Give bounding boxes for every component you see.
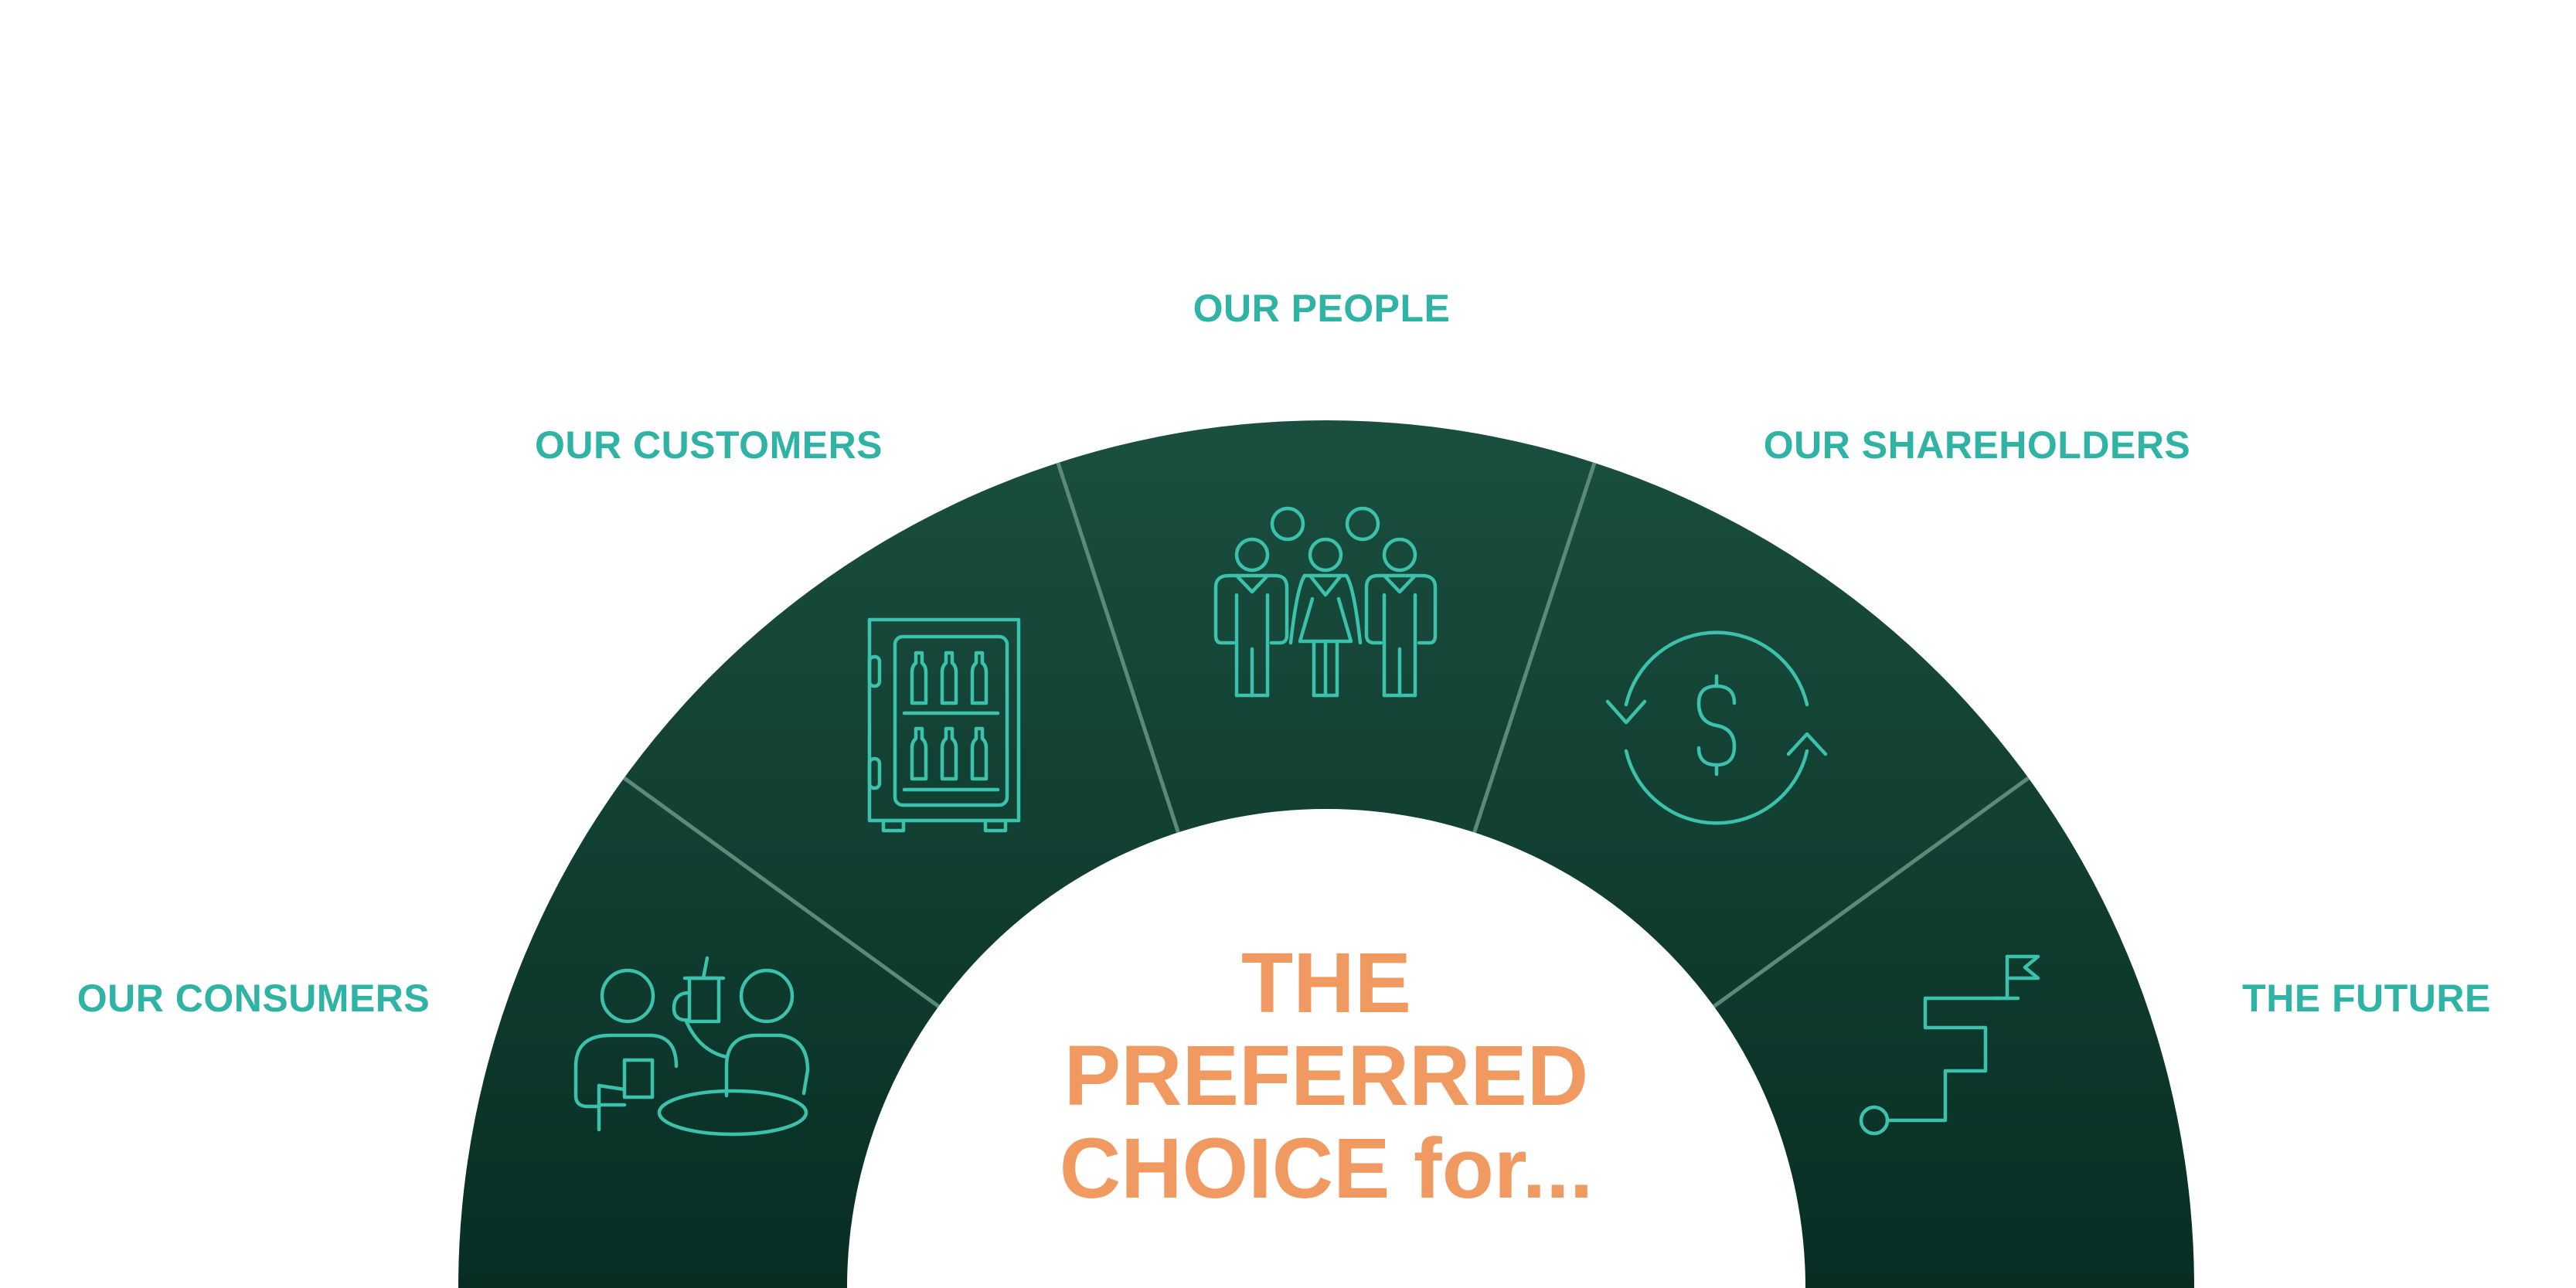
title-line-3: CHOICE for...: [1060, 1121, 1594, 1216]
center-title: THE PREFERRED CHOICE for...: [1060, 936, 1594, 1216]
segment-divider: [623, 776, 940, 1008]
group-of-people-icon: [1213, 506, 1438, 698]
label-the-future: THE FUTURE: [2242, 977, 2491, 1020]
label-our-shareholders: OUR SHAREHOLDERS: [1764, 423, 2190, 467]
label-our-people: OUR PEOPLE: [1193, 287, 1451, 330]
title-line-1: THE: [1241, 936, 1411, 1031]
label-our-consumers: OUR CONSUMERS: [77, 977, 430, 1020]
segment-labels: OUR CONSUMERS OUR CUSTOMERS OUR PEOPLE O…: [77, 287, 2491, 1020]
segment-divider: [1472, 462, 1597, 834]
people-sharing-drinks-icon: [573, 956, 810, 1137]
arc-ring: [458, 420, 2194, 1288]
dollar-cycle-icon: [1605, 630, 1828, 825]
segment-divider: [1713, 776, 2030, 1008]
segment-dividers: [623, 462, 2030, 1008]
title-line-2: PREFERRED: [1064, 1028, 1588, 1123]
beverage-fridge-icon: [867, 617, 1021, 833]
stairs-to-flag-icon: [1859, 954, 2040, 1136]
segment-divider: [1056, 462, 1180, 834]
label-our-customers: OUR CUSTOMERS: [535, 423, 883, 467]
